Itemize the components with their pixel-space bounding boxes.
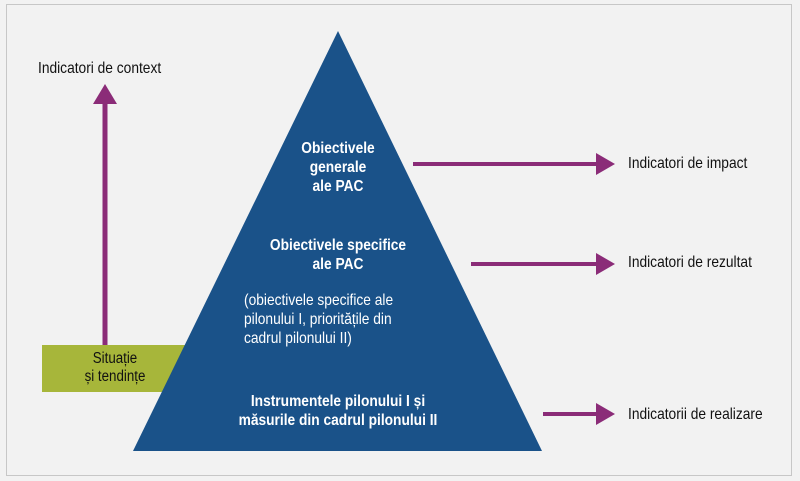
- specific-objectives-note: (obiectivele specifice ale pilonului I, …: [244, 292, 394, 347]
- context-arrow-head: [93, 84, 117, 104]
- specific-objectives-title: Obiectivele specifice ale PAC: [269, 237, 407, 273]
- general-objectives-text: Obiectivele generale ale PAC: [301, 140, 375, 195]
- result-arrow-head: [596, 253, 615, 275]
- situation-label: Situație și tendințe: [84, 350, 146, 385]
- impact-indicators-label: Indicatori de impact: [628, 155, 748, 172]
- output-indicators-label: Indicatorii de realizare: [628, 406, 763, 423]
- context-indicators-label: Indicatori de context: [38, 60, 162, 77]
- situation-shape: [42, 345, 188, 392]
- instruments-text: Instrumentele pilonului I și măsurile di…: [238, 393, 438, 429]
- result-indicators-label: Indicatori de rezultat: [628, 254, 752, 271]
- output-arrow-head: [596, 403, 615, 425]
- pyramid-shape: [133, 31, 542, 451]
- impact-arrow-head: [596, 153, 615, 175]
